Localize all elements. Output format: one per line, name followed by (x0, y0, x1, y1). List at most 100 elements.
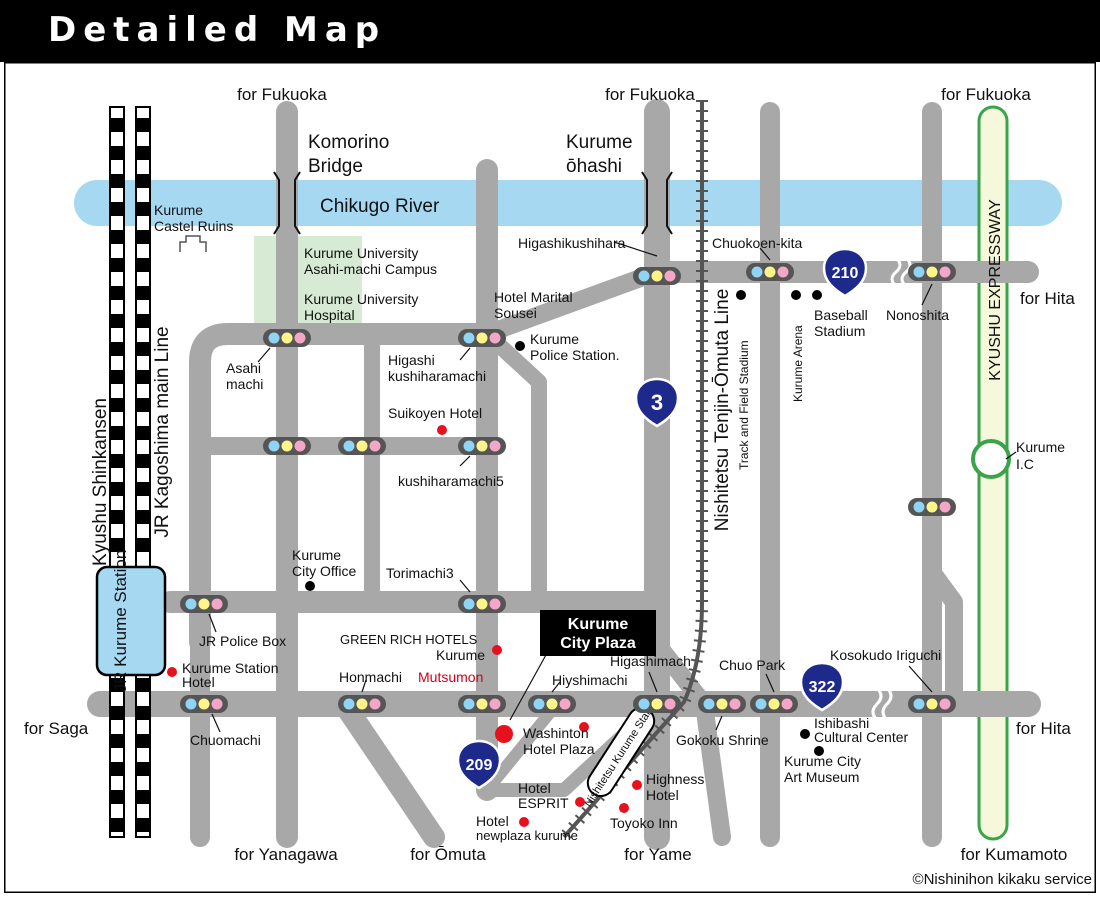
komorino-bridge-marker (273, 171, 301, 235)
ishibashi-dot (800, 729, 810, 739)
kurume-ohashi-marker (641, 171, 673, 235)
mutsumon-label: Mutsumon (418, 669, 483, 685)
suikoyen-label: Suikoyen Hotel (388, 405, 482, 421)
chikugo-river (74, 180, 1062, 226)
chuomachi-label: Chuomachi (190, 732, 261, 748)
city-office-label-1: Kurume (292, 547, 341, 563)
green-rich-label-1: GREEN RICH HOTELS (340, 632, 478, 647)
city-office-dot (305, 581, 315, 591)
chuokoen-kita-label: Chuokoen-kita (712, 235, 802, 251)
dir-hita-top: for Hita (1020, 289, 1075, 308)
route-209-shield: 209 (456, 739, 502, 790)
newplaza-label-2: newplaza kurume (476, 828, 578, 843)
jr-kurume-station[interactable]: JR Kurume Station (95, 550, 167, 693)
city-office-label-2: City Office (292, 563, 357, 579)
signal-4 (908, 498, 956, 516)
hotel-marital-label-1: Hotel Marital (494, 289, 573, 305)
kurume-ic-label-2: I.C (1016, 456, 1034, 472)
signal-nonoshita (908, 263, 956, 281)
expressway-label: KYUSHU EXPRESSWAY (987, 199, 1004, 381)
road-break-nonoshita (890, 256, 912, 288)
art-museum-label-2: Art Museum (784, 769, 859, 785)
toyoko-label: Toyoko Inn (610, 815, 678, 831)
track-field-dot (736, 290, 746, 300)
castle-ruins-icon (179, 235, 207, 252)
signal-hiyshimachi (528, 695, 576, 713)
nonoshita-label: Nonoshita (886, 307, 949, 323)
svg-text:209: 209 (466, 757, 493, 774)
higashi-label-1: Higashi (388, 352, 435, 368)
castle-label-1: Kurume (154, 202, 203, 218)
univ-hosp-label-1: Kurume University (304, 291, 418, 307)
art-museum-dot (814, 746, 824, 756)
higashimach-label: Higashimach (610, 653, 691, 669)
city-plaza-callout[interactable]: Kurume City Plaza (540, 610, 656, 656)
copyright-label: ©Nishinihon kikaku service (913, 871, 1092, 888)
svg-text:322: 322 (809, 679, 836, 696)
asahi-label-1: Asahi (226, 360, 261, 376)
nishitetsu-rail (559, 100, 708, 841)
station-hotel-label-2: Hotel (182, 674, 215, 690)
esprit-label-2: ESPRIT (518, 795, 569, 811)
signal-torimachi3 (458, 595, 506, 613)
ishibashi-label-1: Ishibashi (814, 715, 869, 731)
washinton-label-2: Hotel Plaza (523, 741, 595, 757)
signal-honmachi (338, 695, 386, 713)
kurume-ohashi-label-2: ōhashi (566, 156, 622, 177)
jr-kurume-station-label: JR Kurume Station (111, 550, 130, 693)
gokoku-label: Gokoku Shrine (676, 732, 769, 748)
jr-main-label: JR Kagoshima main Line (152, 326, 173, 537)
svg-text:210: 210 (832, 265, 859, 282)
baseball-label-2: Stadium (814, 323, 865, 339)
police-label-2: Police Station. (530, 347, 620, 363)
honmachi-label: Honmachi (339, 669, 402, 685)
kurume-ic[interactable] (971, 439, 1011, 479)
dir-omuta: for Ōmuta (410, 845, 486, 864)
dir-fukuoka-3: for Fukuoka (941, 85, 1031, 104)
route-3-shield: 3 (634, 377, 680, 428)
baseball-label-1: Baseball (814, 307, 868, 323)
jr-police-box-label: JR Police Box (199, 633, 286, 649)
arena-dot (791, 290, 801, 300)
dir-hita-bottom: for Hita (1016, 719, 1071, 738)
road-break-kosokudo (871, 686, 893, 722)
higashi-label-2: kushiharamachi (388, 368, 486, 384)
dir-saga: for Saga (24, 719, 89, 738)
dir-fukuoka-1: for Fukuoka (237, 85, 327, 104)
labels: for Fukuoka for Fukuoka for Fukuoka for … (24, 85, 1092, 888)
highness-dot (632, 780, 642, 790)
track-field-label: Track and Field Stadium (737, 340, 751, 470)
roads (87, 99, 1041, 850)
ishibashi-label-2: Cultural Center (814, 729, 908, 745)
callout-lines (208, 241, 1017, 733)
city-plaza-label-1: Kurume (568, 616, 629, 633)
signal-gokoku (698, 695, 746, 713)
river-label: Chikugo River (320, 196, 440, 217)
torimachi3-label: Torimachi3 (386, 565, 454, 581)
city-plaza-label-2: City Plaza (560, 635, 636, 652)
signal-higashimach (633, 695, 681, 713)
green-rich-dot (492, 645, 502, 655)
hiyshimachi-label: Hiyshimachi (552, 672, 627, 688)
police-dot (515, 341, 525, 351)
route-322-shield: 322 (799, 661, 845, 712)
green-rich-label-2: Kurume (436, 647, 485, 663)
newplaza-label-1: Hotel (476, 813, 509, 829)
arena-label: Kurume Arena (791, 325, 805, 402)
baseball-dot (812, 290, 822, 300)
signal-asahi (263, 329, 311, 347)
university-campus (254, 236, 362, 328)
svg-text:3: 3 (651, 390, 663, 415)
station-hotel-dot (167, 667, 177, 677)
shinkansen-label: Kyushu Shinkansen (90, 398, 111, 566)
signal-2 (338, 437, 386, 455)
station-hotel-label-1: Kurume Station (182, 660, 279, 676)
nishitetsu-label: Nishitetsu Tenjin-Ōmuta Line (712, 289, 733, 532)
signal-higashi-kushihara (458, 329, 506, 347)
chuo-park-label: Chuo Park (719, 657, 786, 673)
newplaza-dot (519, 817, 529, 827)
header-bar: Detailed Map (0, 0, 1100, 62)
route-210-shield: 210 (822, 247, 868, 298)
signal-kosokudo (908, 695, 956, 713)
